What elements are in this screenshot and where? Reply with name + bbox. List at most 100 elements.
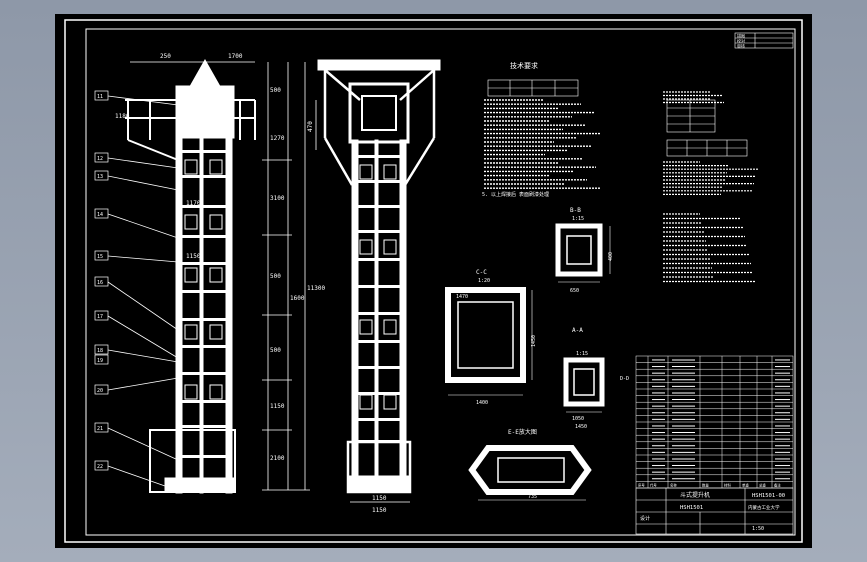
right-dim-6: 1150 bbox=[270, 403, 285, 410]
callout-number: 18 bbox=[97, 348, 103, 354]
bom-header-row: 序号代号名称数量材料单重总重备注 bbox=[638, 483, 781, 488]
callout-number: 17 bbox=[97, 314, 103, 320]
section-e-e-label: E-E放大图 bbox=[508, 428, 537, 436]
front-bottom-dim: 1150 bbox=[372, 495, 387, 502]
callout-bubble bbox=[94, 208, 109, 219]
side-cross-member bbox=[176, 262, 232, 265]
section-b-b-label: B-B bbox=[570, 207, 581, 214]
side-inspection-door bbox=[184, 267, 198, 283]
right-notes-text-block bbox=[663, 91, 758, 283]
callout-number: 20 bbox=[97, 388, 103, 394]
corner-row-2: 校对 bbox=[737, 38, 745, 44]
outer-border bbox=[64, 19, 803, 543]
side-inspection-door bbox=[184, 159, 198, 175]
callout-leader-lines bbox=[107, 95, 179, 487]
section-e-e-dim: 735 bbox=[528, 494, 537, 500]
front-view-dimension-texts: 1150 1150 470 bbox=[307, 121, 387, 514]
side-inspection-door bbox=[184, 384, 198, 400]
callout-bubble bbox=[94, 344, 109, 355]
section-c-c-dim-1: 1470 bbox=[456, 294, 468, 300]
callout-bubble bbox=[94, 354, 109, 365]
callout-bubble bbox=[94, 152, 109, 163]
front-inspection-door bbox=[383, 239, 397, 255]
casing-left-rail bbox=[175, 137, 183, 494]
callout-bubble bbox=[94, 460, 109, 471]
side-cross-member bbox=[176, 425, 232, 428]
bom-header-cell: 材料 bbox=[724, 483, 731, 488]
side-cross-member bbox=[176, 150, 232, 153]
callout-number: 21 bbox=[97, 426, 103, 432]
callout-number: 13 bbox=[97, 174, 103, 180]
front-cross-member bbox=[352, 418, 406, 421]
callout-bubble bbox=[94, 276, 109, 287]
section-b-b bbox=[555, 223, 611, 283]
section-c-c-scale: 1:20 bbox=[478, 278, 490, 284]
side-inspection-door bbox=[209, 384, 223, 400]
corner-row-1: 描图 bbox=[737, 33, 745, 39]
boot-base bbox=[164, 477, 236, 493]
front-top-beam bbox=[317, 59, 441, 71]
top-dim-left: 250 bbox=[160, 53, 171, 60]
front-head-frame bbox=[323, 69, 436, 186]
front-view-cross-members bbox=[352, 155, 406, 443]
front-inspection-door bbox=[383, 319, 397, 335]
front-cross-member bbox=[352, 155, 406, 158]
section-e-e-detail bbox=[468, 445, 592, 501]
side-inspection-door bbox=[209, 324, 223, 340]
bom-header-cell: 名称 bbox=[670, 483, 677, 488]
side-cross-member bbox=[176, 372, 232, 375]
front-inspection-door bbox=[359, 239, 373, 255]
title-block-project: 斗式提升机 bbox=[680, 491, 710, 499]
callout-number: 22 bbox=[97, 464, 103, 470]
section-c-c bbox=[445, 287, 533, 396]
bom-header-cell: 数量 bbox=[702, 483, 709, 488]
front-inspection-door bbox=[383, 164, 397, 180]
front-left-dim: 470 bbox=[307, 121, 314, 132]
section-c-c-label: C-C bbox=[476, 269, 487, 276]
right-dim-4: 500 bbox=[270, 273, 281, 280]
casing-right-rail bbox=[225, 137, 233, 494]
right-parameter-table bbox=[666, 99, 748, 157]
section-b-b-scale: 1:15 bbox=[572, 216, 584, 222]
section-a-a-scale: 1:15 bbox=[576, 351, 588, 357]
right-dim-5: 500 bbox=[270, 347, 281, 354]
callout-bubble bbox=[94, 422, 109, 433]
bom-header-cell: 单重 bbox=[742, 483, 749, 488]
notes-parameter-table bbox=[487, 79, 579, 97]
right-dim-2: 1270 bbox=[270, 135, 285, 142]
corner-revision-table bbox=[734, 32, 794, 49]
side-inspection-door bbox=[184, 214, 198, 230]
casing-mid-rail bbox=[199, 137, 204, 494]
front-inspection-door bbox=[383, 394, 397, 410]
side-view-cross-members bbox=[176, 150, 232, 458]
top-platform bbox=[125, 99, 256, 161]
side-inspection-door bbox=[184, 324, 198, 340]
front-cross-member bbox=[352, 440, 406, 443]
callout-bubble bbox=[94, 90, 109, 101]
section-a-a bbox=[563, 357, 605, 413]
side-cross-member bbox=[176, 205, 232, 208]
callout-number: 15 bbox=[97, 254, 103, 260]
notes-bottom-line: 5. 以上焊接后 表面刷漆处理 bbox=[482, 191, 549, 198]
front-bottom-dim-2: 1150 bbox=[372, 507, 387, 514]
bom-header-cell: 总重 bbox=[759, 483, 766, 488]
bom-header-cell: 序号 bbox=[638, 483, 645, 488]
title-block bbox=[635, 487, 794, 535]
callout-number: 11 bbox=[97, 94, 103, 100]
front-inspection-door bbox=[359, 164, 373, 180]
corner-row-3: 审核 bbox=[737, 43, 745, 49]
head-housing bbox=[175, 85, 235, 139]
section-b-b-dim-1: 650 bbox=[570, 288, 579, 294]
front-cross-member bbox=[352, 340, 406, 343]
section-a-a-dim-1: 1050 bbox=[572, 416, 584, 422]
right-dim-7: 2100 bbox=[270, 455, 285, 462]
section-c-c-dim-3: 1450 bbox=[531, 335, 537, 347]
left-label-1: 1180 bbox=[115, 113, 130, 120]
inner-frame bbox=[85, 28, 796, 536]
side-elevation-view bbox=[107, 58, 310, 494]
side-cross-member bbox=[176, 345, 232, 348]
bom-header-cell: 代号 bbox=[650, 483, 657, 488]
notes-title: 技术要求 bbox=[510, 61, 538, 70]
